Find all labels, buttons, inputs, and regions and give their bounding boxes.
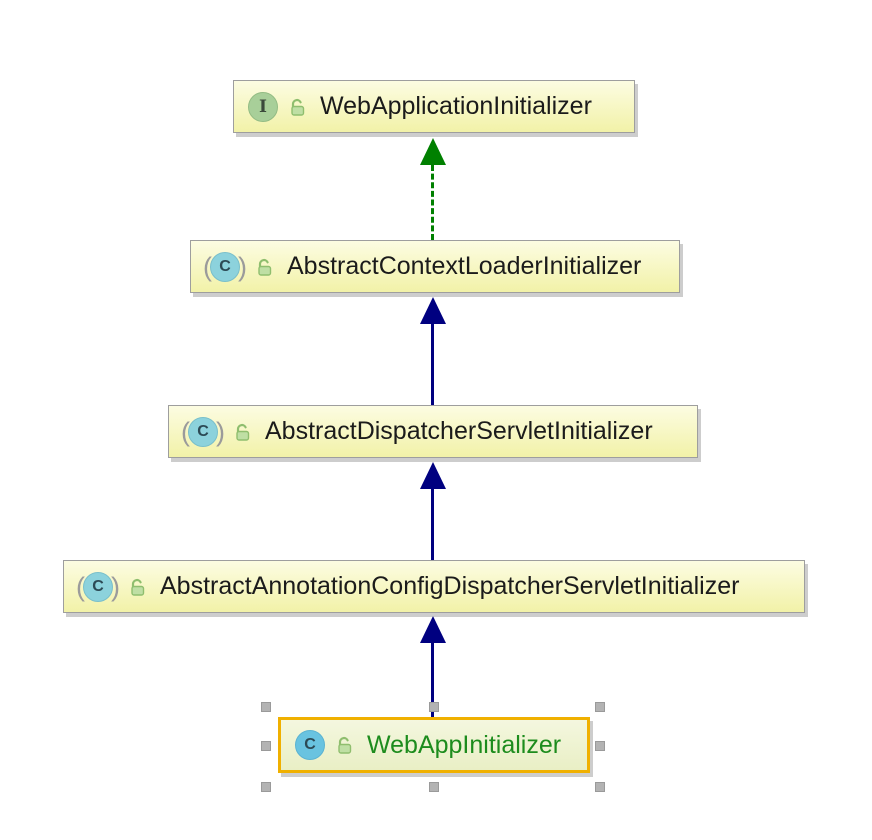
abstract-class-icon: ( C ) [203,251,247,282]
selection-handle-bottom-center[interactable] [429,782,439,792]
public-lock-icon [254,257,274,277]
class-name-label: AbstractDispatcherServletInitializer [265,417,653,445]
edge-line [431,322,434,405]
class-name-label: AbstractContextLoaderInitializer [287,252,642,280]
class-node-webappinitializer[interactable]: C WebAppInitializer [278,717,590,773]
class-icon: C [295,730,325,760]
selection-handle-bottom-right[interactable] [595,782,605,792]
class-node-abstractdispatcherservletinitializer[interactable]: ( C ) AbstractDispatcherServletInitializ… [168,405,698,458]
class-letter: C [83,571,113,602]
selection-handle-mid-right[interactable] [595,741,605,751]
public-lock-icon [287,97,307,117]
class-name-label: AbstractAnnotationConfigDispatcherServle… [160,572,740,600]
class-node-webapplicationinitializer[interactable]: I WebApplicationInitializer [233,80,635,133]
class-name-label: WebAppInitializer [367,730,562,759]
abstract-class-icon: ( C ) [181,416,225,447]
selection-handle-bottom-left[interactable] [261,782,271,792]
class-letter: C [295,730,325,760]
edge-line [431,487,434,560]
arrowhead-up-icon [420,297,446,324]
public-lock-icon [127,577,147,597]
class-letter: C [188,416,218,447]
interface-icon: I [248,91,278,122]
edge-line [431,641,434,717]
arrowhead-up-icon [420,616,446,643]
selection-handle-top-left[interactable] [261,702,271,712]
interface-letter: I [248,91,278,122]
public-lock-icon [232,422,252,442]
class-letter: C [210,251,240,282]
public-lock-icon [334,735,354,755]
class-node-abstractannotationconfigdispatcherservletinitializer[interactable]: ( C ) AbstractAnnotationConfigDispatcher… [63,560,805,613]
abstract-class-icon: ( C ) [76,571,120,602]
arrowhead-up-icon [420,462,446,489]
selection-handle-top-center[interactable] [429,702,439,712]
class-node-abstractcontextloaderinitializer[interactable]: ( C ) AbstractContextLoaderInitializer [190,240,680,293]
selection-handle-top-right[interactable] [595,702,605,712]
edge-line [431,165,434,240]
class-name-label: WebApplicationInitializer [320,92,592,120]
selection-handle-mid-left[interactable] [261,741,271,751]
arrowhead-up-icon [420,138,446,165]
